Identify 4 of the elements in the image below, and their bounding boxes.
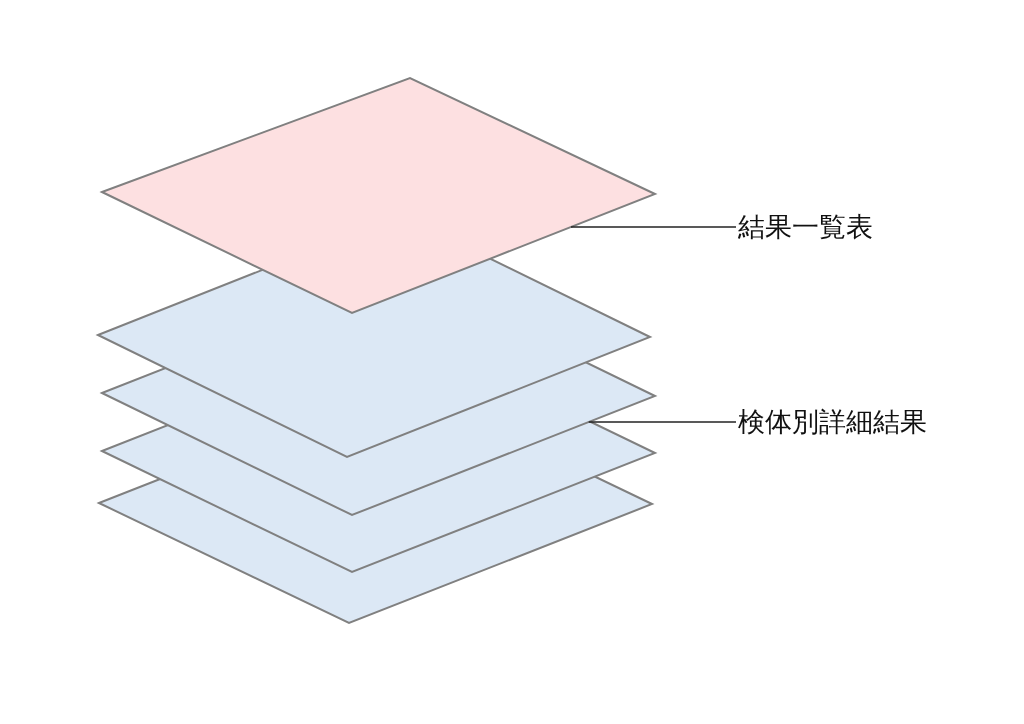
leader-line: [570, 226, 737, 228]
paper-sheet: [99, 76, 658, 315]
callout-label: 検体別詳細結果: [738, 405, 927, 439]
callout-label: 結果一覧表: [738, 210, 873, 244]
